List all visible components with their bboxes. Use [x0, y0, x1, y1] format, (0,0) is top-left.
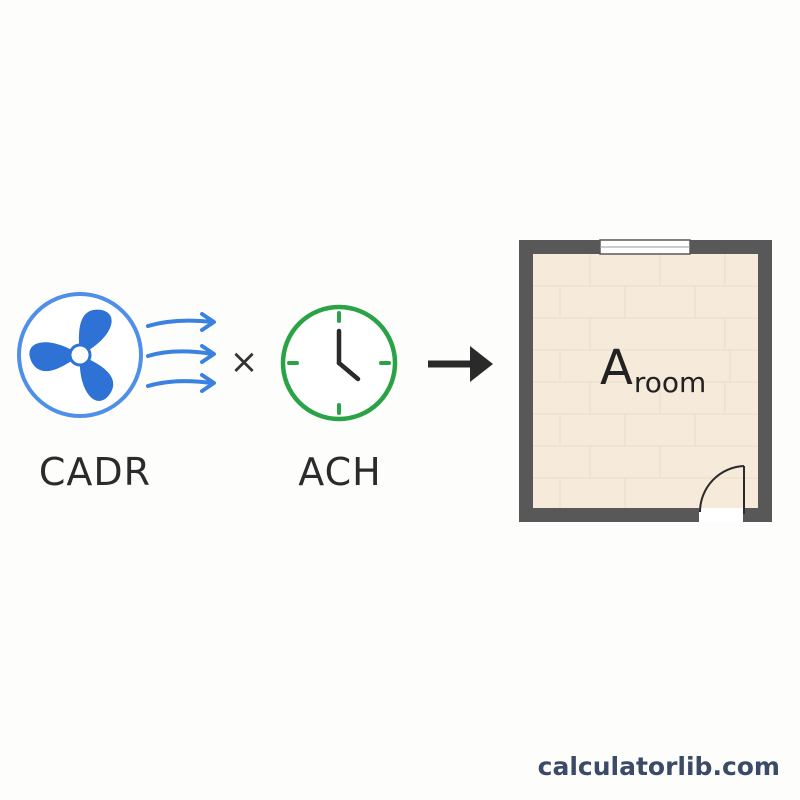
cadr-label: CADR	[38, 450, 152, 494]
watermark: calculatorlib.com	[537, 752, 780, 781]
fan-icon	[17, 292, 143, 418]
room-area-subscript: room	[633, 366, 707, 399]
airflow-arrows-icon	[146, 312, 216, 393]
clock-icon	[280, 304, 398, 422]
room-area-label: Aroom	[600, 340, 707, 399]
room-area-symbol: A	[600, 340, 633, 396]
room-floorplan-icon	[519, 239, 772, 522]
right-arrow-icon	[428, 346, 493, 382]
ach-label: ACH	[298, 450, 382, 494]
multiply-operator: ×	[230, 342, 259, 382]
